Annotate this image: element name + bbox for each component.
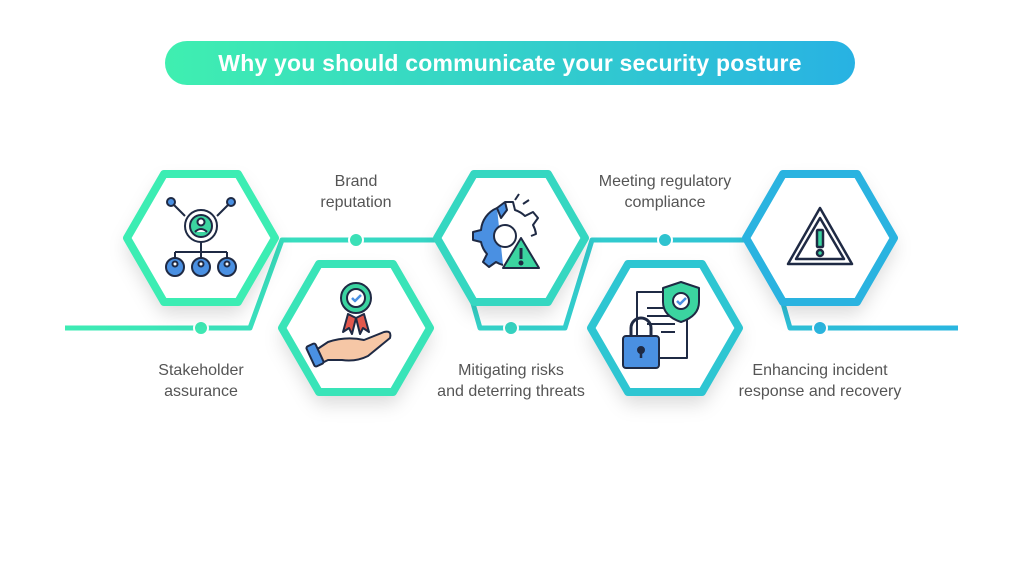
step-label-mitigating: Mitigating risks and deterring threats [437, 362, 585, 400]
step-label-stakeholder: Stakeholder assurance [158, 362, 244, 400]
step-label-incident: Enhancing incident response and recovery [738, 362, 902, 400]
page-title: Why you should communicate your security… [218, 49, 802, 76]
step-hexagon-stakeholder [123, 170, 279, 306]
stakeholders-network-icon [165, 197, 237, 277]
timeline-dot [193, 320, 209, 336]
step-label-compliance: Meeting regulatory compliance [598, 173, 732, 211]
title-banner: Why you should communicate your security… [165, 41, 855, 85]
step-hexagon-compliance [587, 260, 743, 396]
warning-triangle-icon [786, 206, 854, 266]
timeline-dot [503, 320, 519, 336]
broken-gear-warning-icon [472, 193, 540, 269]
timeline-dots [193, 232, 828, 336]
step-hexagon-mitigating [433, 170, 589, 306]
timeline-dot [657, 232, 673, 248]
timeline-dot [348, 232, 364, 248]
award-badge-hand-icon [305, 282, 392, 368]
step-hexagon-brand [278, 260, 434, 396]
timeline-dot [812, 320, 828, 336]
step-hexagon-incident [742, 170, 898, 306]
step-label-brand: Brand reputation [320, 173, 392, 211]
document-lock-shield-icon [622, 281, 700, 369]
